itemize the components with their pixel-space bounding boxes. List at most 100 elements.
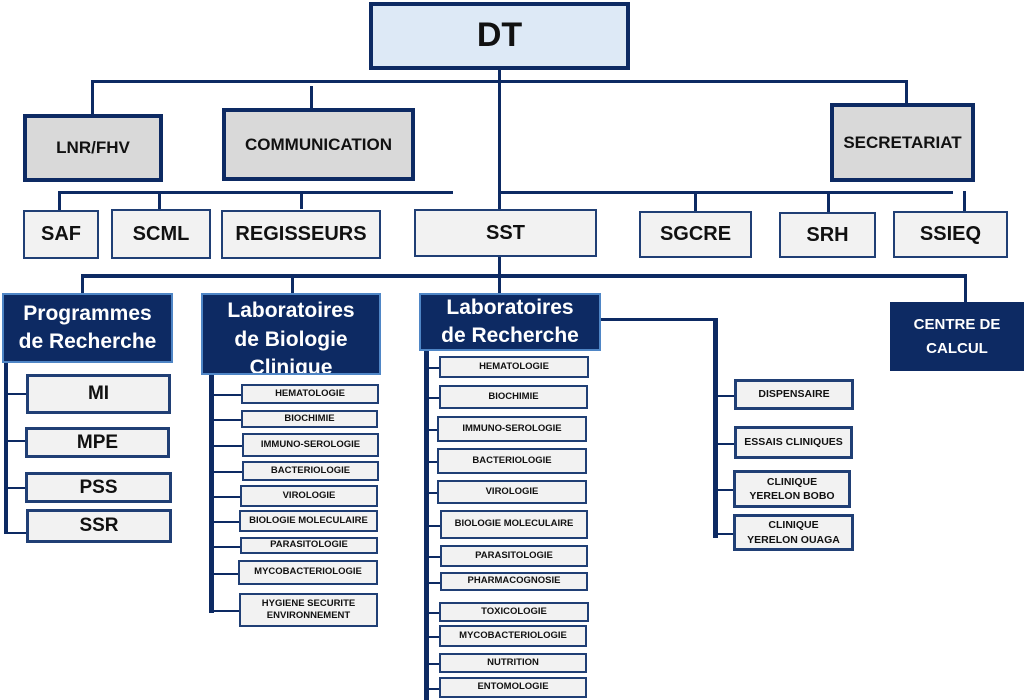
unit-item[interactable]: MYCOBACTERIOLOGIE xyxy=(238,560,378,585)
connector-line xyxy=(4,487,26,489)
connector-line xyxy=(310,86,313,109)
unit-item[interactable]: VIROLOGIE xyxy=(240,485,378,507)
connector-line xyxy=(427,525,440,527)
connector-line xyxy=(716,395,734,397)
connector-line xyxy=(4,532,26,534)
unit-item[interactable]: CLINIQUE YERELON OUAGA xyxy=(733,514,854,551)
node-label: DT xyxy=(476,16,523,55)
unit-item[interactable]: DISPENSAIRE xyxy=(734,379,854,410)
dept-lab-biologie-clinique[interactable]: Laboratoires de Biologie Clinique xyxy=(201,293,381,375)
programme-item[interactable]: MPE xyxy=(25,427,170,458)
node-label: BACTERIOLOGIE xyxy=(270,464,351,476)
connector-line xyxy=(58,191,453,194)
connector-line xyxy=(212,573,238,575)
service-node-ssieq[interactable]: SSIEQ xyxy=(893,211,1008,258)
dept-programmes-recherche[interactable]: Programmes de Recherche xyxy=(2,293,173,363)
root-node-dt[interactable]: DT xyxy=(369,2,630,70)
node-label: MYCOBACTERIOLOGIE xyxy=(254,566,362,578)
unit-item[interactable]: PHARMACOGNOSIE xyxy=(440,572,588,591)
node-label: SRH xyxy=(806,223,849,246)
node-label: PARASITOLOGIE xyxy=(270,539,348,551)
programme-item[interactable]: PSS xyxy=(25,472,172,503)
unit-item[interactable]: BACTERIOLOGIE xyxy=(242,461,379,481)
node-label: NUTRITION xyxy=(487,656,539,668)
staff-node-lnr-fhv[interactable]: LNR/FHV xyxy=(23,114,163,182)
service-node-srh[interactable]: SRH xyxy=(779,212,876,258)
node-label: SST xyxy=(486,221,525,244)
connector-line xyxy=(427,367,439,369)
connector-line xyxy=(158,191,161,209)
service-node-scml[interactable]: SCML xyxy=(111,209,211,259)
unit-item[interactable]: ENTOMOLOGIE xyxy=(439,677,587,698)
unit-item[interactable]: TOXICOLOGIE xyxy=(439,602,589,622)
connector-line xyxy=(212,610,239,612)
node-label: LNR/FHV xyxy=(56,138,130,158)
unit-item[interactable]: IMMUNO-SEROLOGIE xyxy=(437,416,587,442)
node-label: CENTRE DE CALCUL xyxy=(913,315,1001,357)
node-label: CLINIQUE YERELON BOBO xyxy=(749,475,835,502)
node-label: BIOLOGIE MOLECULAIRE xyxy=(249,514,368,526)
node-label: SAF xyxy=(41,223,81,245)
unit-item[interactable]: HEMATOLOGIE xyxy=(241,384,379,404)
node-label: MYCOBACTERIOLOGIE xyxy=(459,629,567,641)
service-node-sst[interactable]: SST xyxy=(414,209,597,257)
node-label: VIROLOGIE xyxy=(485,485,539,497)
unit-item[interactable]: BACTERIOLOGIE xyxy=(437,448,587,474)
unit-item[interactable]: HYGIENE SECURITE ENVIRONNEMENT xyxy=(239,593,378,627)
connector-line xyxy=(212,445,242,447)
service-node-sgcre[interactable]: SGCRE xyxy=(639,211,752,258)
dept-centre-de-calcul[interactable]: CENTRE DE CALCUL xyxy=(890,302,1024,371)
connector-line xyxy=(4,440,26,442)
connector-line xyxy=(212,471,242,473)
unit-item[interactable]: NUTRITION xyxy=(439,653,587,673)
unit-item[interactable]: HEMATOLOGIE xyxy=(439,356,589,378)
unit-item[interactable]: MYCOBACTERIOLOGIE xyxy=(439,625,587,647)
programme-item[interactable]: MI xyxy=(26,374,171,414)
staff-node-secretariat[interactable]: SECRETARIAT xyxy=(830,103,975,182)
node-label: TOXICOLOGIE xyxy=(481,605,547,617)
unit-item[interactable]: BIOCHIMIE xyxy=(439,385,588,409)
service-node-regisseurs[interactable]: REGISSEURS xyxy=(221,210,381,259)
node-label: SECRETARIAT xyxy=(843,132,962,152)
unit-item[interactable]: PARASITOLOGIE xyxy=(440,545,588,567)
connector-line xyxy=(963,191,966,211)
node-label: BIOCHIMIE xyxy=(488,390,539,402)
connector-line xyxy=(694,191,697,211)
connector-line xyxy=(716,489,733,491)
connector-line xyxy=(427,688,439,690)
unit-item[interactable]: IMMUNO-SEROLOGIE xyxy=(242,433,379,457)
node-label: BIOCHIMIE xyxy=(284,412,335,424)
node-label: ESSAIS CLINIQUES xyxy=(744,436,843,449)
node-label: PHARMACOGNOSIE xyxy=(467,575,561,587)
node-label: PSS xyxy=(79,476,118,498)
connector-line xyxy=(209,375,214,613)
node-label: MI xyxy=(87,383,110,405)
connector-line xyxy=(427,556,440,558)
unit-item[interactable]: CLINIQUE YERELON BOBO xyxy=(733,470,851,508)
connector-line xyxy=(498,68,501,210)
unit-item[interactable]: BIOLOGIE MOLECULAIRE xyxy=(239,510,378,532)
node-label: SSIEQ xyxy=(919,223,982,245)
staff-node-communication[interactable]: COMMUNICATION xyxy=(222,108,415,181)
node-label: Laboratoires de Biologie Clinique xyxy=(227,299,355,375)
unit-item[interactable]: VIROLOGIE xyxy=(437,480,587,504)
unit-item[interactable]: BIOCHIMIE xyxy=(241,410,378,428)
dept-lab-recherche[interactable]: Laboratoires de Recherche xyxy=(419,293,601,351)
connector-line xyxy=(716,443,734,445)
service-node-saf[interactable]: SAF xyxy=(23,210,99,259)
connector-line xyxy=(4,362,8,534)
connector-line xyxy=(91,80,908,83)
connector-line xyxy=(427,663,439,665)
connector-line xyxy=(300,191,303,209)
unit-item[interactable]: PARASITOLOGIE xyxy=(240,537,378,554)
node-label: MPE xyxy=(76,431,119,453)
node-label: Programmes de Recherche xyxy=(18,301,157,353)
connector-line xyxy=(827,191,830,213)
connector-line xyxy=(81,274,967,278)
programme-item[interactable]: SSR xyxy=(26,509,172,543)
unit-item[interactable]: ESSAIS CLINIQUES xyxy=(734,426,853,459)
connector-line xyxy=(424,350,429,700)
connector-line xyxy=(212,521,239,523)
unit-item[interactable]: BIOLOGIE MOLECULAIRE xyxy=(440,510,588,539)
connector-line xyxy=(4,393,26,395)
